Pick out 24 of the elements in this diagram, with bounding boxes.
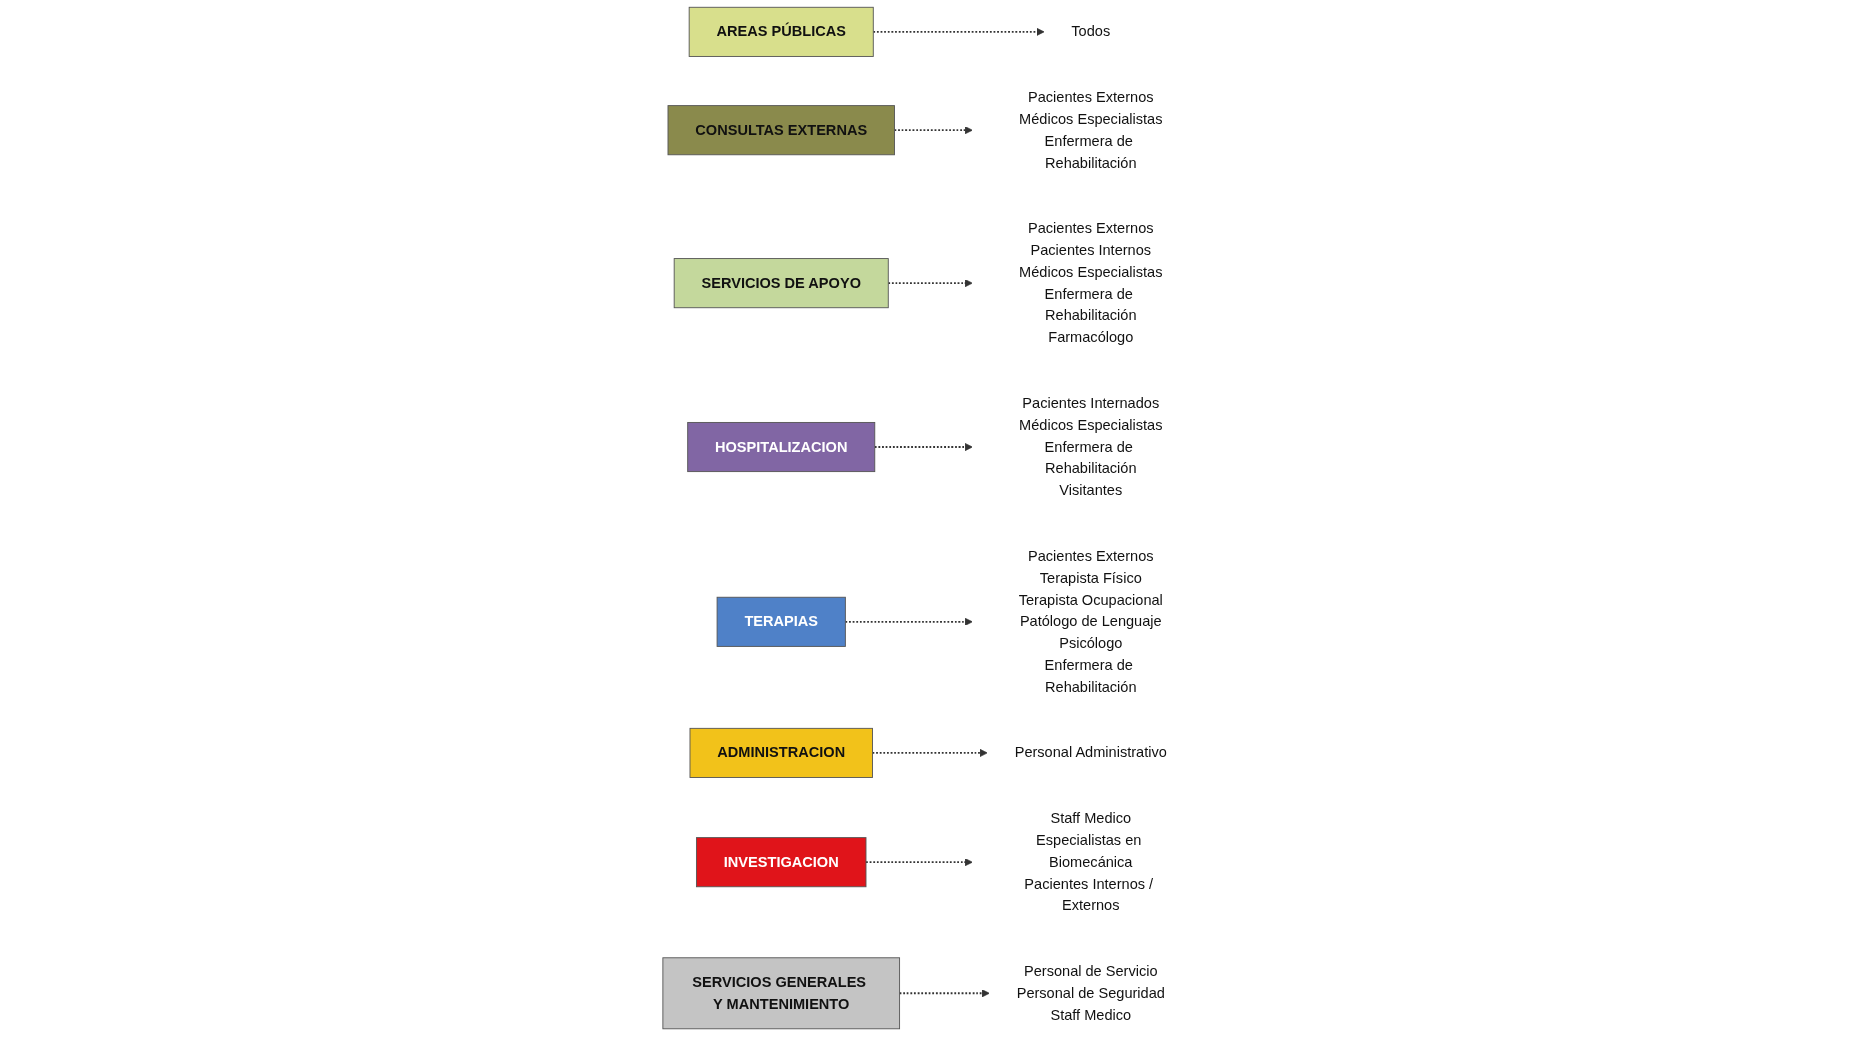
node-box: AREAS PÚBLICAS bbox=[688, 6, 874, 57]
node-text: Pacientes Externos Médicos Especialistas Enfermera de Rehabilitación bbox=[1018, 89, 1162, 171]
arrow bbox=[864, 858, 973, 867]
node-box: SERVICIOS DE APOYO bbox=[673, 258, 889, 309]
arrow bbox=[898, 989, 990, 998]
node-box: HOSPITALIZACION bbox=[686, 422, 875, 473]
node-box: ADMINISTRACION bbox=[689, 727, 873, 778]
node-text: Todos bbox=[1070, 23, 1110, 40]
arrow bbox=[871, 748, 988, 757]
node-text: Personal de Servicio Personal de Seguridad Staff Medico bbox=[1016, 963, 1165, 1023]
node-box: CONSULTAS EXTERNAS bbox=[667, 105, 895, 156]
node-box: TERAPIAS bbox=[716, 596, 846, 647]
node-text: Pacientes Internados Médicos Especialistas Enfermera de Rehabilitación Visitantes bbox=[1018, 395, 1162, 499]
arrow bbox=[886, 279, 973, 288]
arrow bbox=[893, 126, 973, 135]
arrow bbox=[871, 27, 1044, 36]
node-text: Personal Administrativo bbox=[1014, 744, 1167, 761]
node-text: Pacientes Externos Terapista Físico Terapista Ocupacional Patólogo de Lenguaje Psicólogo Enfermera de Rehabilitación bbox=[1018, 548, 1163, 695]
node-text: Staff Medico Especialistas en Biomecánica Pacientes Internos / Externos bbox=[1023, 810, 1153, 914]
node-text: Pacientes Externos Pacientes Internos Médicos Especialistas Enfermera de Rehabilitación Farmacólogo bbox=[1018, 220, 1162, 346]
arrow bbox=[843, 617, 973, 626]
arrow bbox=[873, 443, 973, 452]
node-box: INVESTIGACION bbox=[695, 837, 866, 888]
node-box: SERVICIOS GENERALES Y MANTENIMIENTO bbox=[661, 957, 900, 1030]
